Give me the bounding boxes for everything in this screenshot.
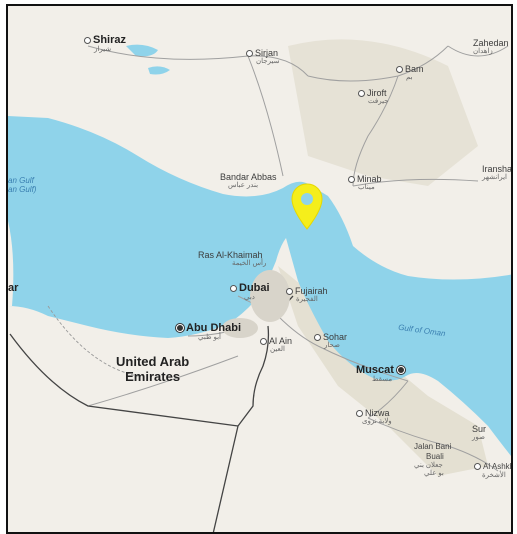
peninsula: [8, 221, 14, 306]
city-dot-icon: [356, 410, 363, 418]
city-dot-icon: [474, 463, 481, 471]
city-dot-icon: [84, 36, 91, 44]
city-dot-icon: [260, 338, 267, 346]
city-dot-icon: [230, 284, 237, 292]
city-dot-icon: [396, 66, 403, 74]
internal-borders: [47, 305, 139, 377]
urban-areas: [222, 270, 290, 338]
iran-highland: [288, 39, 478, 187]
city-dot-icon: [348, 176, 355, 184]
city-dot-icon: [246, 50, 253, 58]
frame-edge: [6, 532, 513, 534]
lake: [148, 66, 170, 75]
map-pin-icon[interactable]: [290, 182, 324, 232]
map-canvas[interactable]: [8, 6, 513, 532]
capital-dot-icon: [396, 366, 405, 375]
lake: [126, 44, 158, 57]
capital-dot-icon: [176, 324, 184, 333]
city-label-iranshahr[interactable]: Iranshahrایرانشهر: [482, 164, 513, 181]
label-ar: ar: [8, 282, 19, 294]
city-dot-icon: [314, 334, 321, 342]
road-network: [87, 45, 509, 472]
city-dot-icon: [286, 288, 293, 296]
city-dot-icon: [358, 90, 365, 98]
